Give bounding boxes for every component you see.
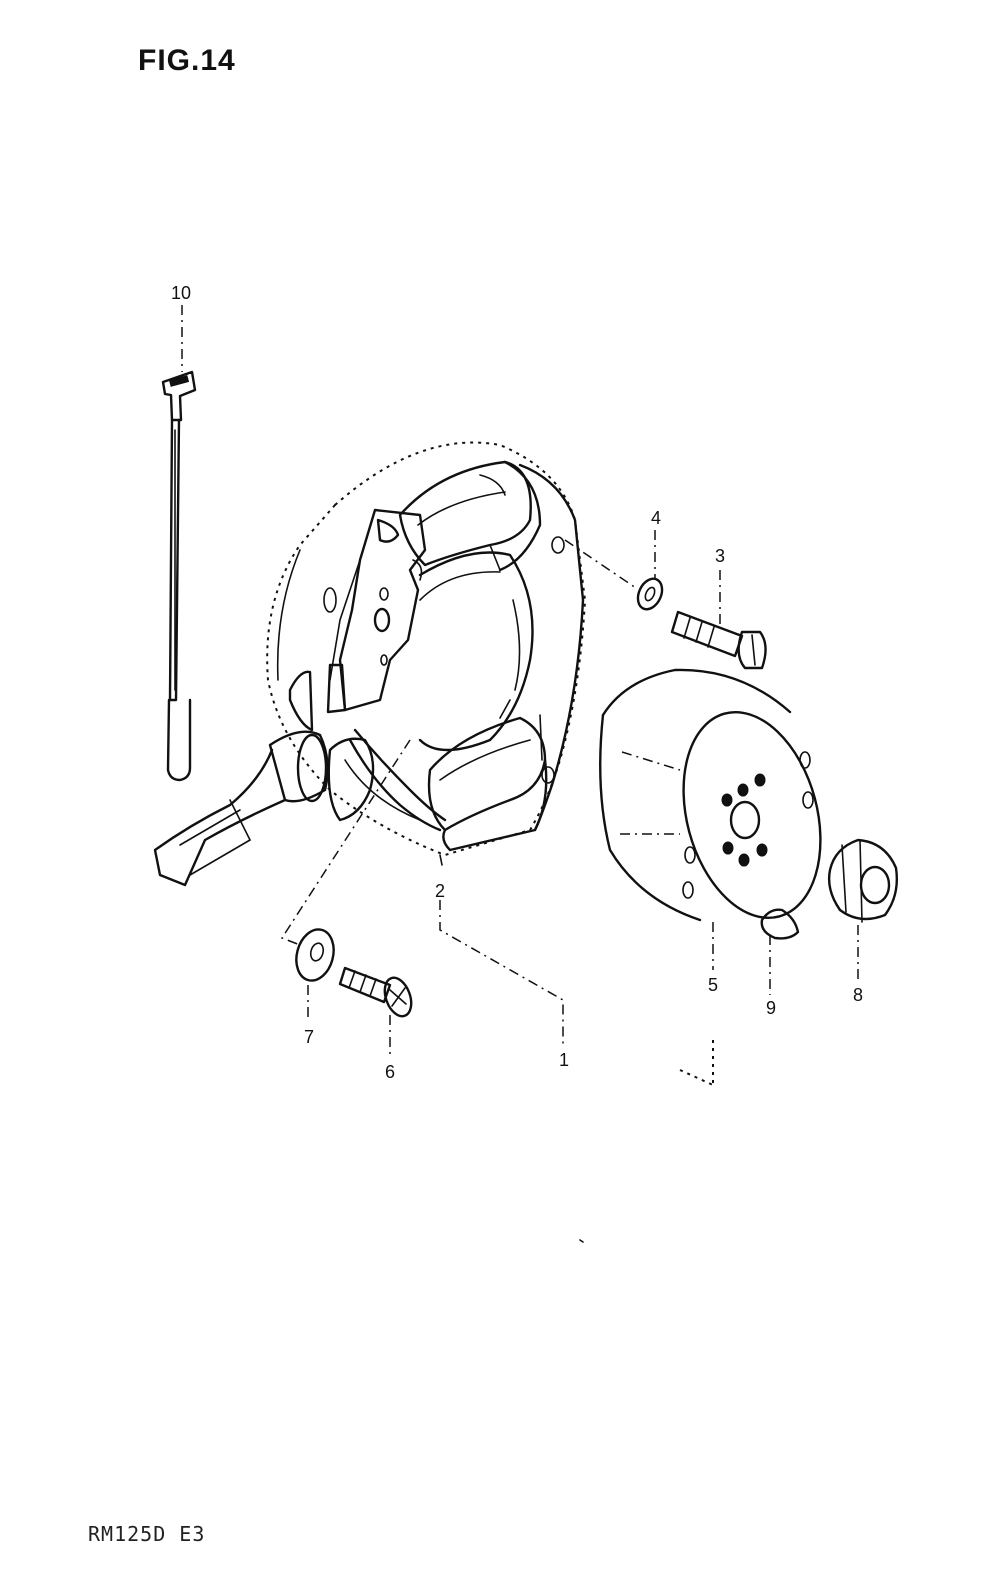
part-9-key [760, 908, 800, 940]
part-7-washer [295, 928, 335, 982]
wire-harness [153, 728, 447, 887]
leader-lines [181, 305, 859, 1243]
figure-title: FIG.14 [138, 44, 236, 77]
callout-9: 9 [765, 998, 777, 1018]
callout-8: 8 [852, 985, 864, 1005]
model-code: RM125D E3 [88, 1522, 206, 1546]
callout-4: 4 [650, 508, 662, 528]
pulser-bracket [326, 508, 427, 714]
part-5-flywheel [599, 668, 822, 922]
stator-inner-ring [418, 551, 534, 752]
part-6-screw [338, 966, 413, 1018]
callout-5: 5 [707, 975, 719, 995]
part-4-washer [636, 577, 664, 611]
part-8-nut [827, 838, 899, 923]
part-3-bolt [670, 610, 767, 670]
part-10-cable-tie [161, 370, 197, 782]
callout-6: 6 [384, 1062, 396, 1082]
lower-coil [427, 699, 548, 852]
callout-3: 3 [714, 546, 726, 566]
callout-10: 10 [170, 283, 192, 303]
callout-2: 2 [434, 881, 446, 901]
callout-7: 7 [303, 1027, 315, 1047]
callout-1: 1 [558, 1050, 570, 1070]
part-2-stator-plate [266, 441, 587, 866]
